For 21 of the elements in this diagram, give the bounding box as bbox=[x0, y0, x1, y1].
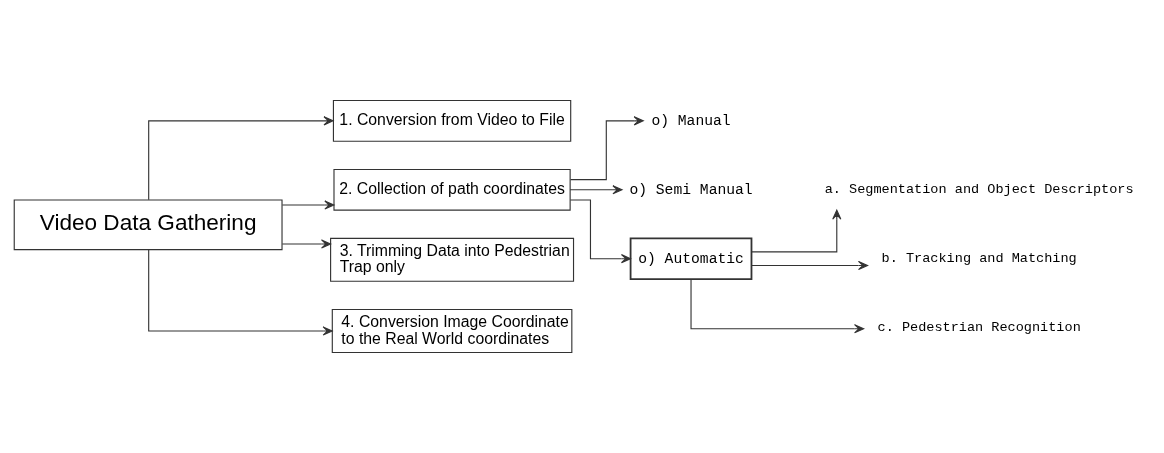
arrow bbox=[281, 200, 335, 210]
node-box: 3. Trimming Data into Pedestrian Trap only bbox=[330, 237, 575, 282]
node-text: o) Semi Manual bbox=[629, 181, 753, 198]
node-text: b. Tracking and Matching bbox=[881, 251, 1077, 267]
node-text: o) Manual bbox=[651, 112, 731, 129]
node-box: o) Automatic bbox=[629, 237, 753, 280]
node-box: 2. Collection of path coordinates bbox=[333, 168, 571, 211]
node-box: Video Data Gathering bbox=[13, 199, 283, 251]
arrow bbox=[569, 185, 623, 195]
arrow bbox=[751, 209, 842, 253]
node-box: 1. Conversion from Video to File bbox=[332, 99, 572, 142]
arrow bbox=[751, 260, 869, 271]
arrow bbox=[569, 199, 632, 264]
arrow bbox=[690, 278, 865, 334]
node-box: 4. Conversion Image Coordinate to the Real World coordinates bbox=[331, 309, 573, 354]
arrow bbox=[569, 116, 644, 181]
arrow bbox=[148, 249, 333, 336]
arrow bbox=[148, 116, 334, 201]
arrow bbox=[281, 239, 332, 249]
node-text: c. Pedestrian Recognition bbox=[877, 320, 1081, 336]
node-text: a. Segmentation and Object Descriptors bbox=[824, 182, 1134, 198]
